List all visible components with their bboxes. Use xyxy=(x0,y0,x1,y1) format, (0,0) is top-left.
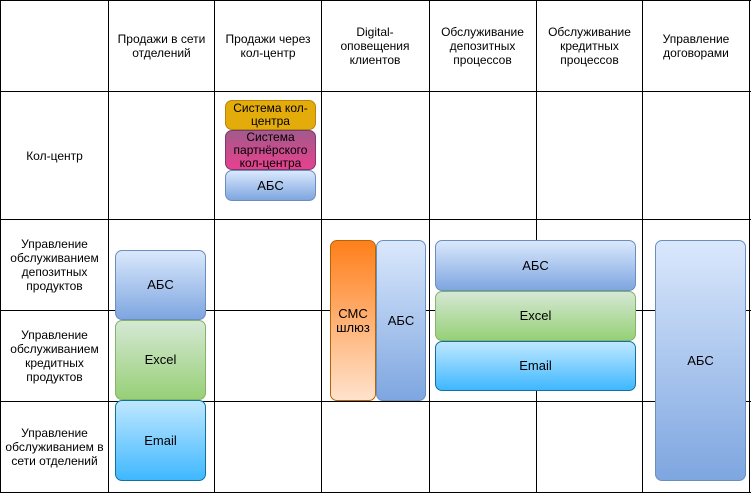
grid-line xyxy=(108,0,109,492)
row-header: Управление обслуживанием в сети отделени… xyxy=(5,426,104,468)
column-header: Обслуживание кредитных процессов xyxy=(548,25,631,67)
row-header: Управление обслуживанием кредитных проду… xyxy=(10,328,99,384)
grid-line xyxy=(214,0,215,492)
column-header: Управление договорами xyxy=(662,32,730,60)
column-header: Digital-оповещения клиентов xyxy=(340,25,410,67)
grid-line xyxy=(429,0,430,492)
email-branch-box: Email xyxy=(115,400,206,481)
row-header: Управление обслуживанием депозитных прод… xyxy=(10,237,99,293)
excel-deposit-box: Excel xyxy=(435,291,636,341)
grid-line xyxy=(749,0,750,492)
partner-call-center-system-box: Система партнёрского кол-центра xyxy=(225,130,316,170)
grid-line xyxy=(642,0,643,492)
grid-line xyxy=(0,91,751,92)
sms-gateway-box: СМС шлюз xyxy=(330,240,376,401)
column-header: Обслуживание депозитных процессов xyxy=(441,25,524,67)
grid-line xyxy=(0,0,751,1)
excel-branch-box: Excel xyxy=(115,320,206,400)
column-header: Продажи через кол-центр xyxy=(225,32,311,60)
email-deposit-box: Email xyxy=(435,341,636,391)
abs-call-center-box: АБС xyxy=(225,170,316,201)
grid-line xyxy=(0,401,751,402)
grid-line xyxy=(0,0,1,492)
grid-line xyxy=(0,219,751,220)
abs-digital-box: АБС xyxy=(376,240,426,401)
call-center-system-box: Система кол-центра xyxy=(225,100,316,130)
grid-line xyxy=(321,0,322,492)
column-header: Продажи в сети отделений xyxy=(117,32,206,60)
abs-branch-box: АБС xyxy=(115,250,206,320)
row-header: Кол-центр xyxy=(26,148,83,163)
abs-deposit-box: АБС xyxy=(435,240,636,291)
abs-contracts-box: АБС xyxy=(655,240,746,481)
